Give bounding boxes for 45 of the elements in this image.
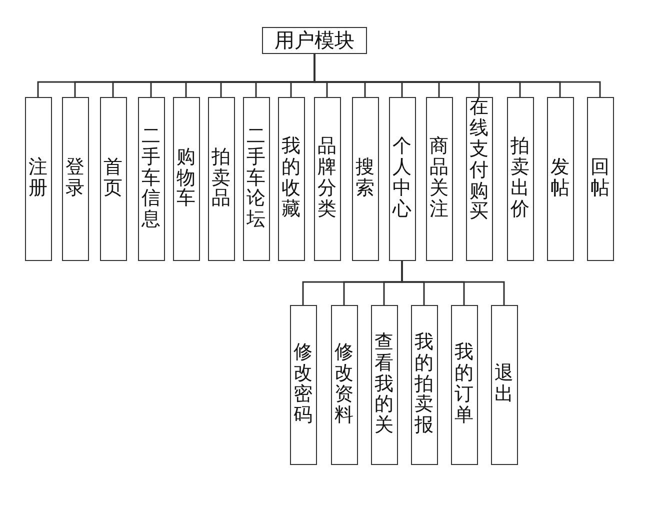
- function-box: [290, 305, 316, 465]
- function-label: 二手车信息: [142, 126, 160, 232]
- function-box: [208, 97, 234, 261]
- function-label: 二手车论坛: [246, 126, 266, 232]
- function-label: 个人中心: [392, 137, 412, 221]
- function-label: 发帖: [550, 158, 570, 200]
- function-box: [172, 97, 200, 261]
- function-label: 退出: [494, 364, 514, 406]
- function-label: 商品关注: [430, 137, 448, 221]
- function-box: [24, 97, 52, 261]
- function-box: [426, 97, 452, 261]
- function-label: 登录: [66, 158, 84, 200]
- function-box: [506, 97, 534, 261]
- function-box: [100, 97, 126, 261]
- function-label: 注册: [28, 158, 48, 200]
- function-box: [490, 305, 518, 465]
- function-box: [388, 97, 416, 261]
- function-box: [586, 97, 614, 261]
- function-label: 查看我的关: [374, 332, 394, 438]
- function-box: [450, 305, 478, 465]
- function-box: [370, 305, 398, 465]
- function-label: 首页: [104, 158, 122, 200]
- function-box: [314, 97, 340, 261]
- module-box: 用户模块: [262, 27, 367, 54]
- function-box: [242, 97, 270, 261]
- function-label: 修改资料: [334, 343, 354, 427]
- function-label: 在线支付购买: [470, 98, 488, 224]
- function-box: [410, 305, 438, 465]
- function-box: [62, 97, 88, 261]
- function-box: [352, 97, 378, 261]
- function-box: [138, 97, 164, 261]
- function-label: 购物车: [176, 148, 196, 210]
- function-label: 我的收藏: [282, 137, 300, 221]
- function-label: 我的订单: [454, 343, 474, 427]
- function-label: 拍卖品: [212, 148, 230, 210]
- function-label: 品牌分类: [318, 137, 336, 221]
- function-box: [466, 97, 492, 261]
- function-box: [278, 97, 304, 261]
- function-box: [546, 97, 574, 261]
- function-label: 搜索: [356, 158, 374, 200]
- function-label: 回帖: [590, 158, 610, 200]
- function-label: 我的拍卖报: [414, 332, 434, 438]
- function-box: [330, 305, 358, 465]
- function-label: 修改密码: [294, 343, 312, 427]
- function-label: 拍卖出价: [510, 137, 530, 221]
